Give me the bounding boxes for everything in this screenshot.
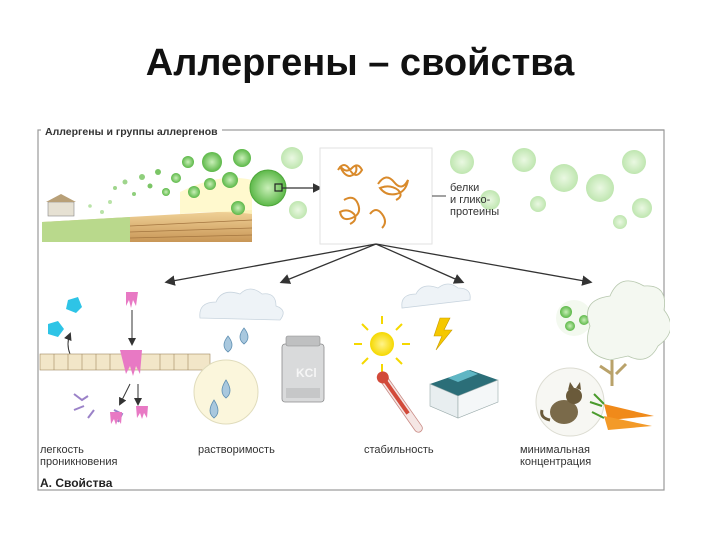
allergen-figure: Аллергены и группы аллергенов белки и гл…: [30, 122, 670, 500]
water-drop-icon: [240, 328, 248, 344]
thermometer-icon: [374, 369, 425, 435]
property-penetration: легкость проникновения: [40, 444, 117, 468]
lightning-icon: [434, 318, 452, 350]
solubility-panel: [194, 289, 324, 424]
property-label: растворимость: [198, 444, 275, 456]
property-concentration: минимальная концентрация: [520, 444, 591, 468]
property-label: проникновения: [40, 456, 117, 468]
pink-cell: [126, 292, 138, 308]
cloud-icon-2: [402, 284, 470, 308]
concentration-panel: [536, 281, 670, 436]
pollen-grain-small: [560, 306, 572, 318]
stability-panel: [354, 284, 498, 435]
tree-icon: [588, 281, 671, 360]
molecule-label-line-3: протеины: [450, 206, 499, 218]
molecule-label: белки и глико- протеины: [450, 182, 499, 218]
kcl-label: KCl: [296, 367, 317, 379]
property-solubility: растворимость: [198, 444, 275, 456]
property-arrows: [167, 244, 590, 282]
property-label: стабильность: [364, 444, 434, 456]
property-label: минимальная: [520, 444, 591, 456]
pollen-grain: [250, 170, 286, 206]
molecule-label-line-2: и глико-: [450, 194, 499, 206]
freezer-icon: [430, 370, 498, 418]
molecule-label-line-1: белки: [450, 182, 499, 194]
slide-title: Аллергены – свойства: [0, 42, 720, 85]
sun-icon: [370, 332, 394, 356]
figure-caption: Аллергены и группы аллергенов: [41, 126, 222, 138]
molecule-box: [320, 148, 432, 244]
property-label: концентрация: [520, 456, 591, 468]
cyan-cell: [66, 297, 82, 313]
penetration-panel: [40, 292, 210, 425]
cloud-icon: [200, 289, 283, 320]
panel-label: А. Свойства: [40, 476, 112, 490]
farmhouse: [48, 202, 74, 216]
property-stability: стабильность: [364, 444, 434, 456]
property-label: легкость: [40, 444, 117, 456]
